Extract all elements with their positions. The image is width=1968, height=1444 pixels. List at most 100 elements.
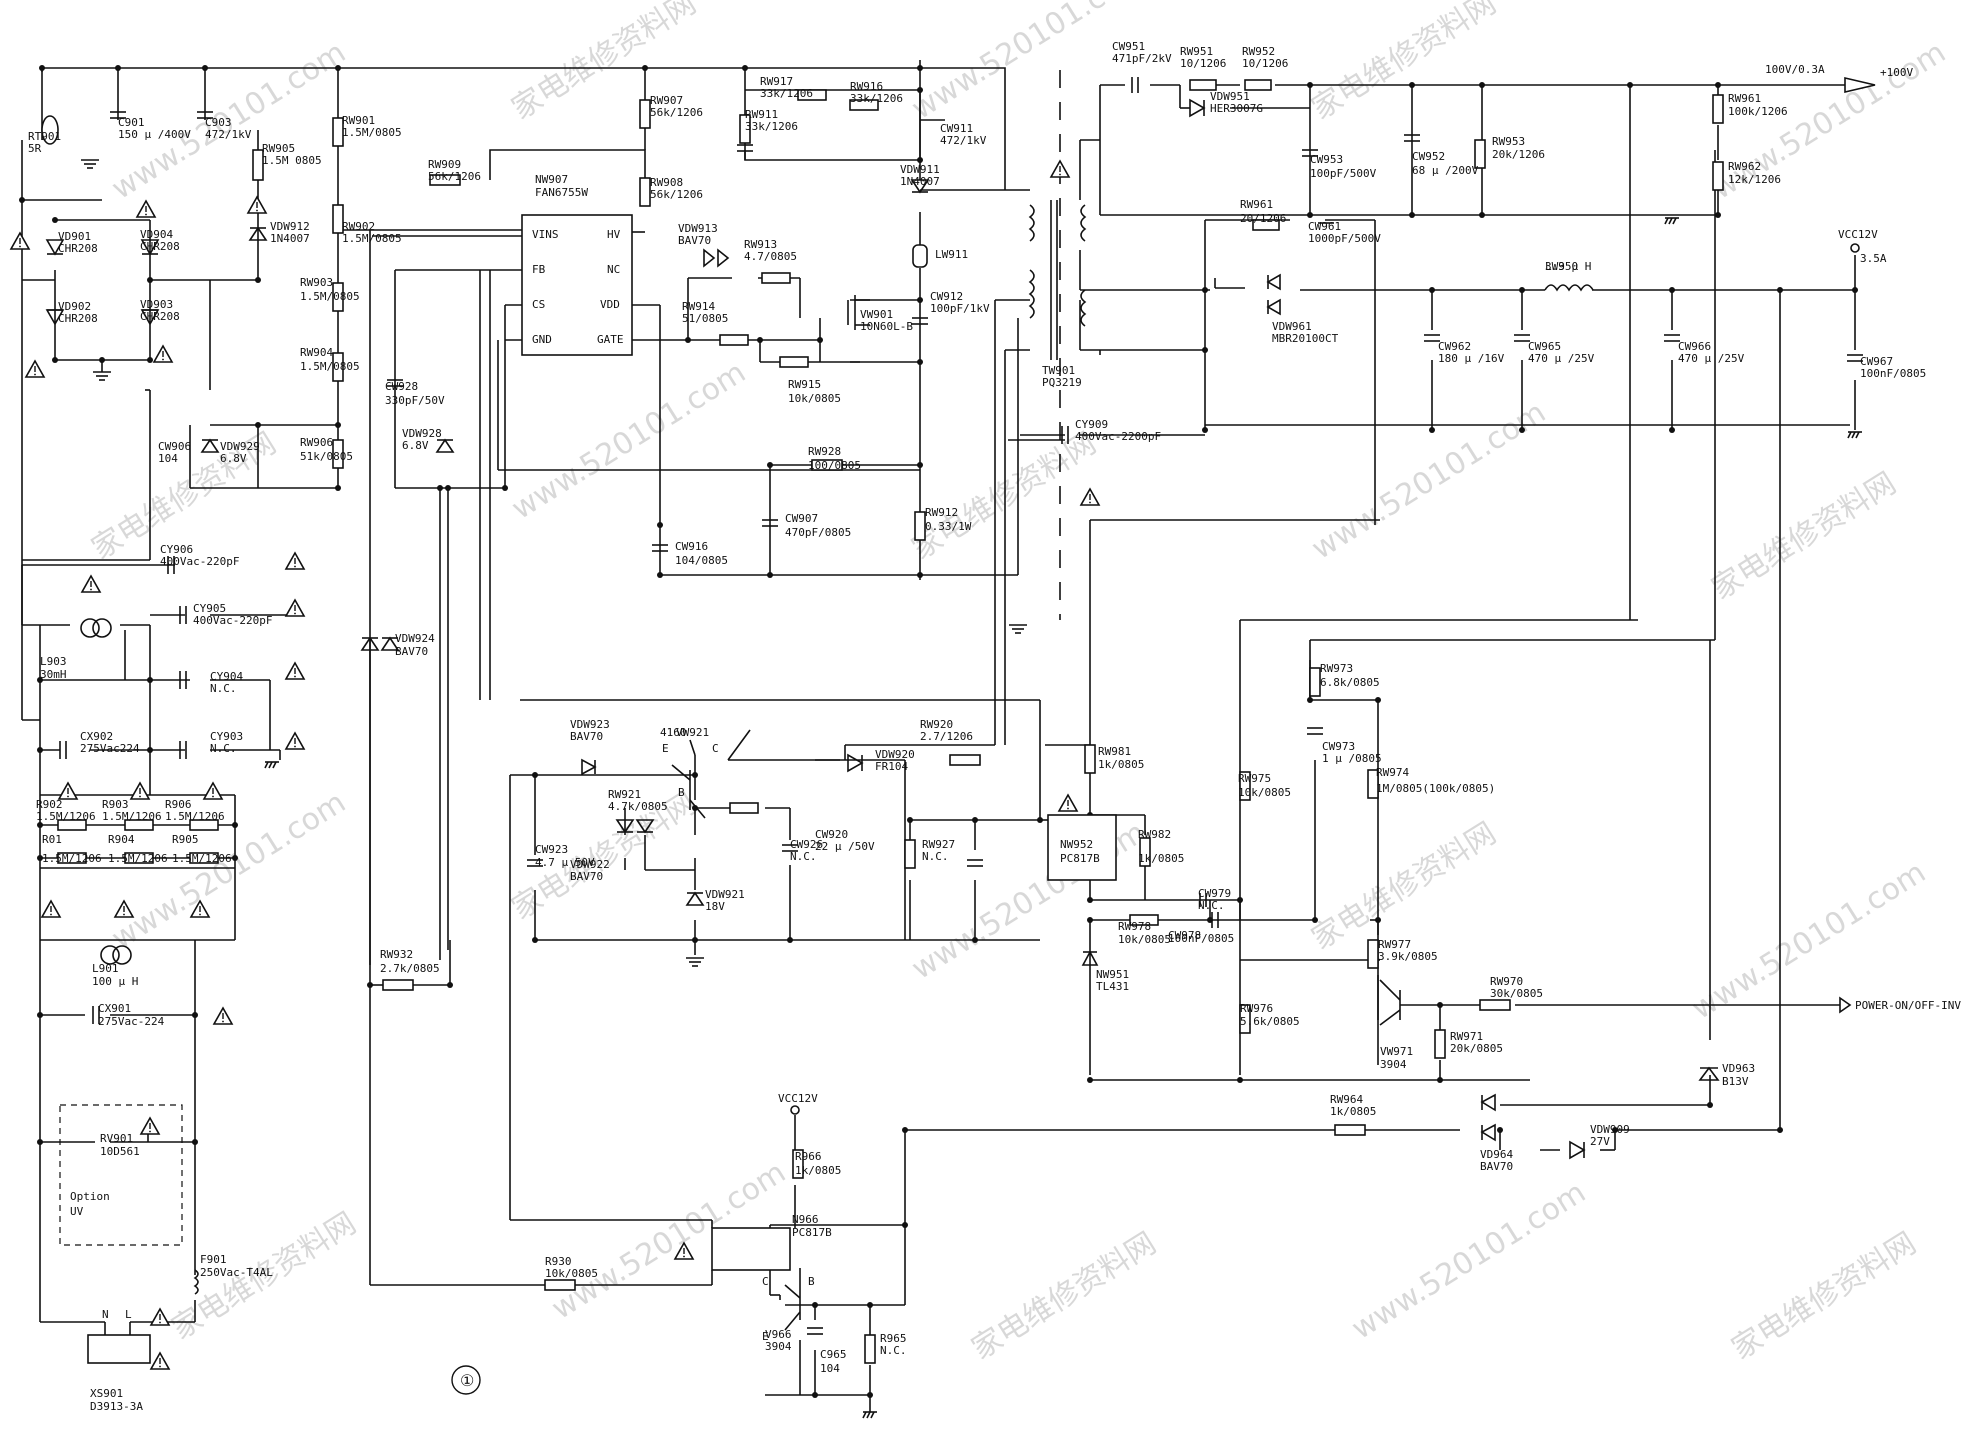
junction-dot bbox=[1437, 1002, 1443, 1008]
junction-dot bbox=[192, 1012, 198, 1018]
junction-dot bbox=[917, 65, 923, 71]
component-value-label: 10k/0805 bbox=[1118, 933, 1171, 946]
watermark-text: 家电维修资料网 bbox=[1706, 466, 1903, 607]
component-ref-label: RW912 bbox=[925, 506, 958, 519]
component-value-label: 1 μ /0805 bbox=[1322, 752, 1382, 765]
component-ref-label: VDW921 bbox=[705, 888, 745, 901]
component-value-label: 1N4007 bbox=[900, 175, 940, 188]
junction-dot bbox=[1429, 287, 1435, 293]
component-value-label: 6.8V bbox=[402, 439, 429, 452]
component-value-label: 33k/1206 bbox=[745, 120, 798, 133]
component-ref-label: NW951 bbox=[1096, 968, 1129, 981]
junction-dot bbox=[917, 359, 923, 365]
junction-dot bbox=[767, 572, 773, 578]
component-ref-label: RW911 bbox=[745, 108, 778, 121]
junction-dot bbox=[335, 65, 341, 71]
junction-dot bbox=[37, 1139, 43, 1145]
component-value-label: 33k/1206 bbox=[760, 87, 813, 100]
component-ref-label: VDW909 bbox=[1590, 1123, 1630, 1136]
component-ref-label: CY909 bbox=[1075, 418, 1108, 431]
component-ref-label: RW901 bbox=[342, 114, 375, 127]
component-value-label: 51/0805 bbox=[682, 312, 728, 325]
junction-dot bbox=[532, 772, 538, 778]
junction-dot bbox=[1087, 917, 1093, 923]
component-value-label: N.C. bbox=[210, 682, 237, 695]
junction-dot bbox=[232, 822, 238, 828]
junction-dot bbox=[867, 1302, 873, 1308]
junction-dot bbox=[1777, 287, 1783, 293]
junction-dot bbox=[52, 217, 58, 223]
component-value-label: 1k/0805 bbox=[1138, 852, 1184, 865]
junction-dot bbox=[99, 357, 105, 363]
component-value-label: CHR208 bbox=[140, 240, 180, 253]
component-ref-label: CW962 bbox=[1438, 340, 1471, 353]
component-ref-label: CW979 bbox=[1198, 887, 1231, 900]
component-ref-label: RW914 bbox=[682, 300, 715, 313]
junction-dot bbox=[692, 805, 698, 811]
component-value-label: 1k/0805 bbox=[795, 1164, 841, 1177]
component-ref-label: V966 bbox=[765, 1328, 792, 1341]
vcc12v-label: VCC12V bbox=[1838, 228, 1878, 241]
junction-dot bbox=[1707, 1102, 1713, 1108]
component-value-label: 150 μ /400V bbox=[118, 128, 191, 141]
component-value-label: 100nF/0805 bbox=[1860, 367, 1926, 380]
component-value-label: 10/1206 bbox=[1180, 57, 1226, 70]
transformer-tw901 bbox=[1028, 70, 1087, 620]
component-ref-label: RW962 bbox=[1728, 160, 1761, 173]
component-ref-label: RW916 bbox=[850, 80, 883, 93]
fan6755w-ic bbox=[521, 214, 633, 356]
component-ref-label: RT901 bbox=[28, 130, 61, 143]
component-value-label: TL431 bbox=[1096, 980, 1129, 993]
component-value-label: 1N4007 bbox=[270, 232, 310, 245]
junction-dot bbox=[1627, 82, 1633, 88]
junction-dot bbox=[1307, 697, 1313, 703]
component-ref-label: CW951 bbox=[1112, 40, 1145, 53]
component-value-label: PQ3219 bbox=[1042, 376, 1082, 389]
junction-dot bbox=[1519, 287, 1525, 293]
component-value-label: 100pF/500V bbox=[1310, 167, 1377, 180]
component-ref-label: RW907 bbox=[650, 94, 683, 107]
component-ref-label: VDW951 bbox=[1210, 90, 1250, 103]
junction-dot bbox=[642, 65, 648, 71]
component-ref-label: CW953 bbox=[1310, 153, 1343, 166]
option-label: Option bbox=[70, 1190, 110, 1203]
watermark-text: 家电维修资料网 bbox=[1726, 1226, 1923, 1367]
junction-dot bbox=[685, 337, 691, 343]
component-value-label: 10k/0805 bbox=[545, 1267, 598, 1280]
component-ref-label: CY905 bbox=[193, 602, 226, 615]
component-ref-label: RW908 bbox=[650, 176, 683, 189]
component-ref-label: RW902 bbox=[342, 220, 375, 233]
component-ref-label: RW915 bbox=[788, 378, 821, 391]
component-ref-label: VDW923 bbox=[570, 718, 610, 731]
component-ref-label: RW952 bbox=[1242, 45, 1275, 58]
component-ref-label: RW927 bbox=[922, 838, 955, 851]
junction-dot bbox=[1612, 1127, 1618, 1133]
component-value-label: 1.5M/1206 bbox=[108, 852, 168, 865]
component-ref-label: CW978 bbox=[1168, 929, 1201, 942]
component-ref-label: VD901 bbox=[58, 230, 91, 243]
junction-dot bbox=[1409, 82, 1415, 88]
output-arrow-100v bbox=[1844, 76, 1876, 94]
component-value-label: 20k/0805 bbox=[1450, 1042, 1503, 1055]
component-value-label: 30mH bbox=[40, 668, 67, 681]
component-value-label: 400Vac-220pF bbox=[193, 614, 272, 627]
component-ref-label: VDW961 bbox=[1272, 320, 1312, 333]
component-ref-label: R905 bbox=[172, 833, 199, 846]
component-ref-label: CW967 bbox=[1860, 355, 1893, 368]
watermark-text: 家电维修资料网 bbox=[1306, 816, 1503, 957]
component-ref-label: CY904 bbox=[210, 670, 243, 683]
component-value-label: 471pF/2kV bbox=[1112, 52, 1172, 65]
component-value-label: 1k/0805 bbox=[1098, 758, 1144, 771]
component-ref-label: C901 bbox=[118, 116, 145, 129]
power-on-off-label: POWER-ON/OFF-INV bbox=[1855, 999, 1961, 1012]
connector-labels: +100V 100V/0.3A VCC12V 3.5A VCC12V POWER… bbox=[70, 63, 1961, 1343]
junction-dot bbox=[1669, 427, 1675, 433]
component-value-label: 5.6k/0805 bbox=[1240, 1015, 1300, 1028]
component-value-label: PC817B bbox=[792, 1226, 832, 1239]
optocoupler-n966 bbox=[711, 1227, 791, 1271]
component-value-label: 180 μ /16V bbox=[1438, 352, 1505, 365]
component-value-label: B13V bbox=[1722, 1075, 1749, 1088]
junction-dot bbox=[757, 337, 763, 343]
component-ref-label: VD964 bbox=[1480, 1148, 1513, 1161]
